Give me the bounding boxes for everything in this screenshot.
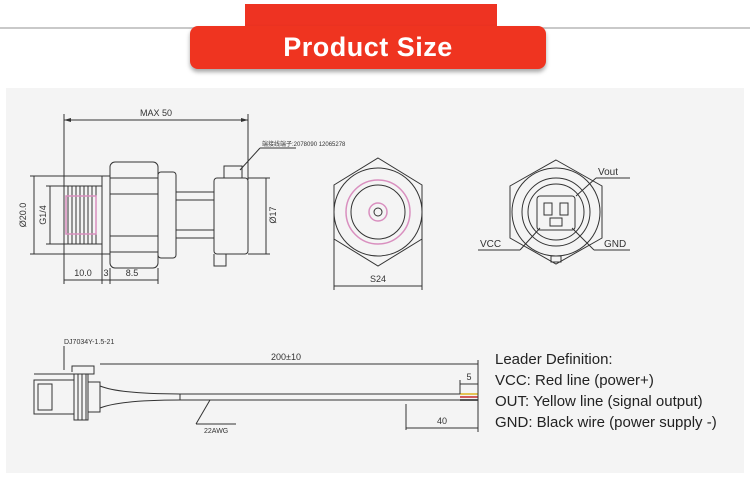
sensor-connector-view: Vout VCC GND bbox=[478, 159, 630, 265]
diameter-17-label: Ø17 bbox=[268, 206, 278, 223]
pin-vcc-label: VCC bbox=[480, 239, 501, 250]
legend-title: Leader Definition: bbox=[495, 351, 613, 368]
title-banner: Product Size bbox=[190, 26, 546, 69]
diameter-20-label: Ø20.0 bbox=[18, 203, 28, 228]
connector-model-label: DJ7034Y-1.5-21 bbox=[64, 339, 114, 346]
header-tab bbox=[245, 4, 497, 28]
pin-vout-label: Vout bbox=[598, 167, 618, 178]
length-3-label: 3 bbox=[103, 268, 108, 278]
max-length-label: MAX 50 bbox=[140, 108, 172, 118]
lead-definition-legend: Leader Definition: VCC: Red line (power+… bbox=[495, 349, 717, 433]
sensor-front-view: S24 bbox=[333, 157, 423, 290]
length-8-5-label: 8.5 bbox=[126, 268, 139, 278]
cable-length-label: 200±10 bbox=[271, 352, 301, 362]
part-number-label: 端接线端子:2078090 12065278 bbox=[262, 140, 346, 148]
thread-label: G1/4 bbox=[38, 205, 48, 225]
legend-vcc: VCC: Red line (power+) bbox=[495, 372, 654, 389]
pin-gnd-label: GND bbox=[604, 239, 626, 250]
legend-gnd: GND: Black wire (power supply -) bbox=[495, 414, 717, 431]
hex-size-label: S24 bbox=[370, 274, 386, 284]
length-10-label: 10.0 bbox=[74, 268, 92, 278]
wire-gauge-label: 22AWG bbox=[204, 428, 228, 435]
sensor-side-view: MAX 50 端接线端子:2078090 12065278 bbox=[18, 108, 346, 284]
strip-5-label: 5 bbox=[466, 372, 471, 382]
strip-40-label: 40 bbox=[437, 416, 447, 426]
cable-harness-view: DJ7034Y-1.5-21 200±10 5 40 22 bbox=[33, 339, 479, 435]
legend-out: OUT: Yellow line (signal output) bbox=[495, 393, 703, 410]
page-title: Product Size bbox=[283, 32, 453, 62]
